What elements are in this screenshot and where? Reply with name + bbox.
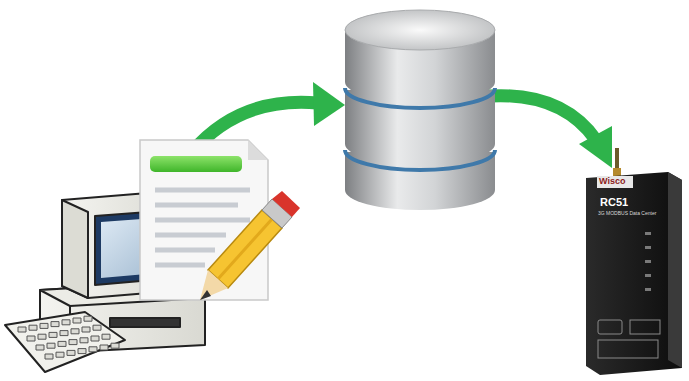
arrow-shaft xyxy=(490,96,596,140)
arrow-head xyxy=(579,126,612,168)
green-bar xyxy=(150,156,242,172)
logo-badge xyxy=(597,176,633,188)
keys xyxy=(18,316,119,359)
key xyxy=(27,336,35,341)
key xyxy=(73,318,81,323)
key xyxy=(47,343,55,348)
model-name: RC51 xyxy=(600,196,628,208)
document-icon xyxy=(140,140,300,300)
key xyxy=(67,350,75,355)
key xyxy=(100,345,108,350)
key xyxy=(89,347,97,352)
key xyxy=(69,340,77,345)
key xyxy=(62,320,70,325)
key xyxy=(60,331,68,336)
monitor-side xyxy=(62,200,88,298)
key xyxy=(71,329,79,334)
drive-slot xyxy=(110,318,180,327)
keyboard xyxy=(5,312,125,372)
key xyxy=(51,322,59,327)
database-icon xyxy=(345,10,495,210)
flow-arrow xyxy=(490,96,612,168)
product-line: 3G MODBUS Data Center xyxy=(598,211,656,217)
key xyxy=(93,325,101,330)
key xyxy=(111,343,119,348)
key xyxy=(45,354,53,359)
device-side xyxy=(668,172,682,368)
key xyxy=(80,338,88,343)
key xyxy=(29,325,37,330)
arrow-head xyxy=(313,82,345,126)
key xyxy=(102,334,110,339)
key xyxy=(82,327,90,332)
ports xyxy=(598,320,660,358)
key xyxy=(38,334,46,339)
pencil xyxy=(200,191,300,300)
key xyxy=(91,336,99,341)
key xyxy=(40,323,48,328)
key xyxy=(78,349,86,354)
key xyxy=(84,316,92,321)
status-leds xyxy=(645,232,651,291)
disc-top xyxy=(345,10,495,50)
device-body xyxy=(586,172,682,375)
page xyxy=(140,140,268,300)
key xyxy=(36,345,44,350)
page-fold xyxy=(248,140,268,160)
brand-logo: Wisco xyxy=(599,177,625,187)
key xyxy=(56,352,64,357)
rc51-device xyxy=(586,148,682,375)
key xyxy=(49,332,57,337)
key xyxy=(58,341,66,346)
key xyxy=(18,327,26,332)
